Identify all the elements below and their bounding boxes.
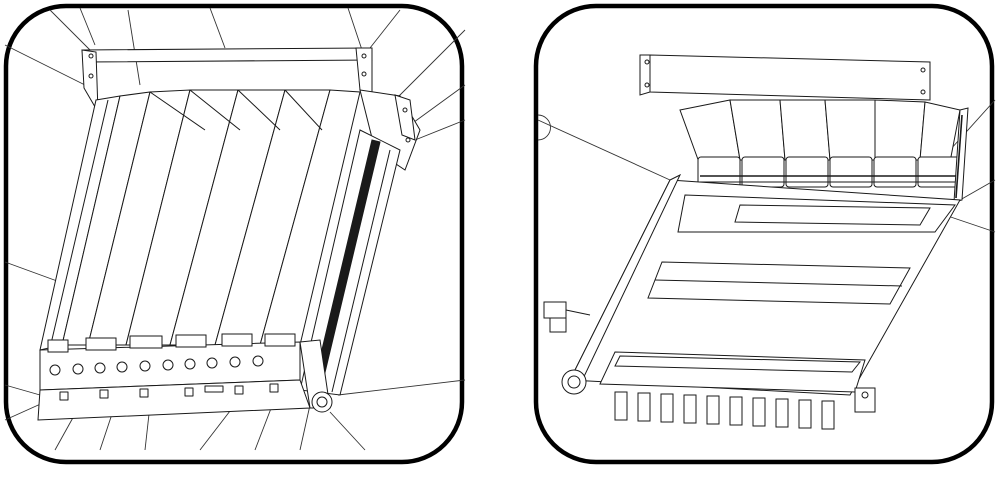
right-panel-frame — [533, 3, 995, 465]
left-panel-drawing — [3, 3, 466, 465]
right-edge-rail — [953, 107, 969, 203]
right-panel-chassis-underside-view — [530, 0, 1000, 479]
rear-wall — [81, 47, 373, 113]
slot-dividers — [61, 89, 361, 346]
right-panel-drawing — [533, 3, 996, 465]
right-corner-bracket — [854, 387, 876, 413]
cards — [679, 99, 961, 188]
connector-holes — [49, 355, 264, 376]
right-rail — [299, 129, 401, 396]
bottom-tabs — [614, 391, 835, 430]
left-panel-chassis-top-view — [0, 0, 470, 479]
left-leader-lines — [4, 7, 466, 451]
underside-knob — [561, 369, 587, 395]
chassis-base — [569, 173, 961, 396]
left-panel-frame — [3, 3, 465, 465]
side-connector-stub — [543, 301, 591, 333]
top-cover-plate — [639, 54, 931, 101]
front-knob — [311, 391, 333, 413]
front-connector-block — [37, 333, 331, 421]
